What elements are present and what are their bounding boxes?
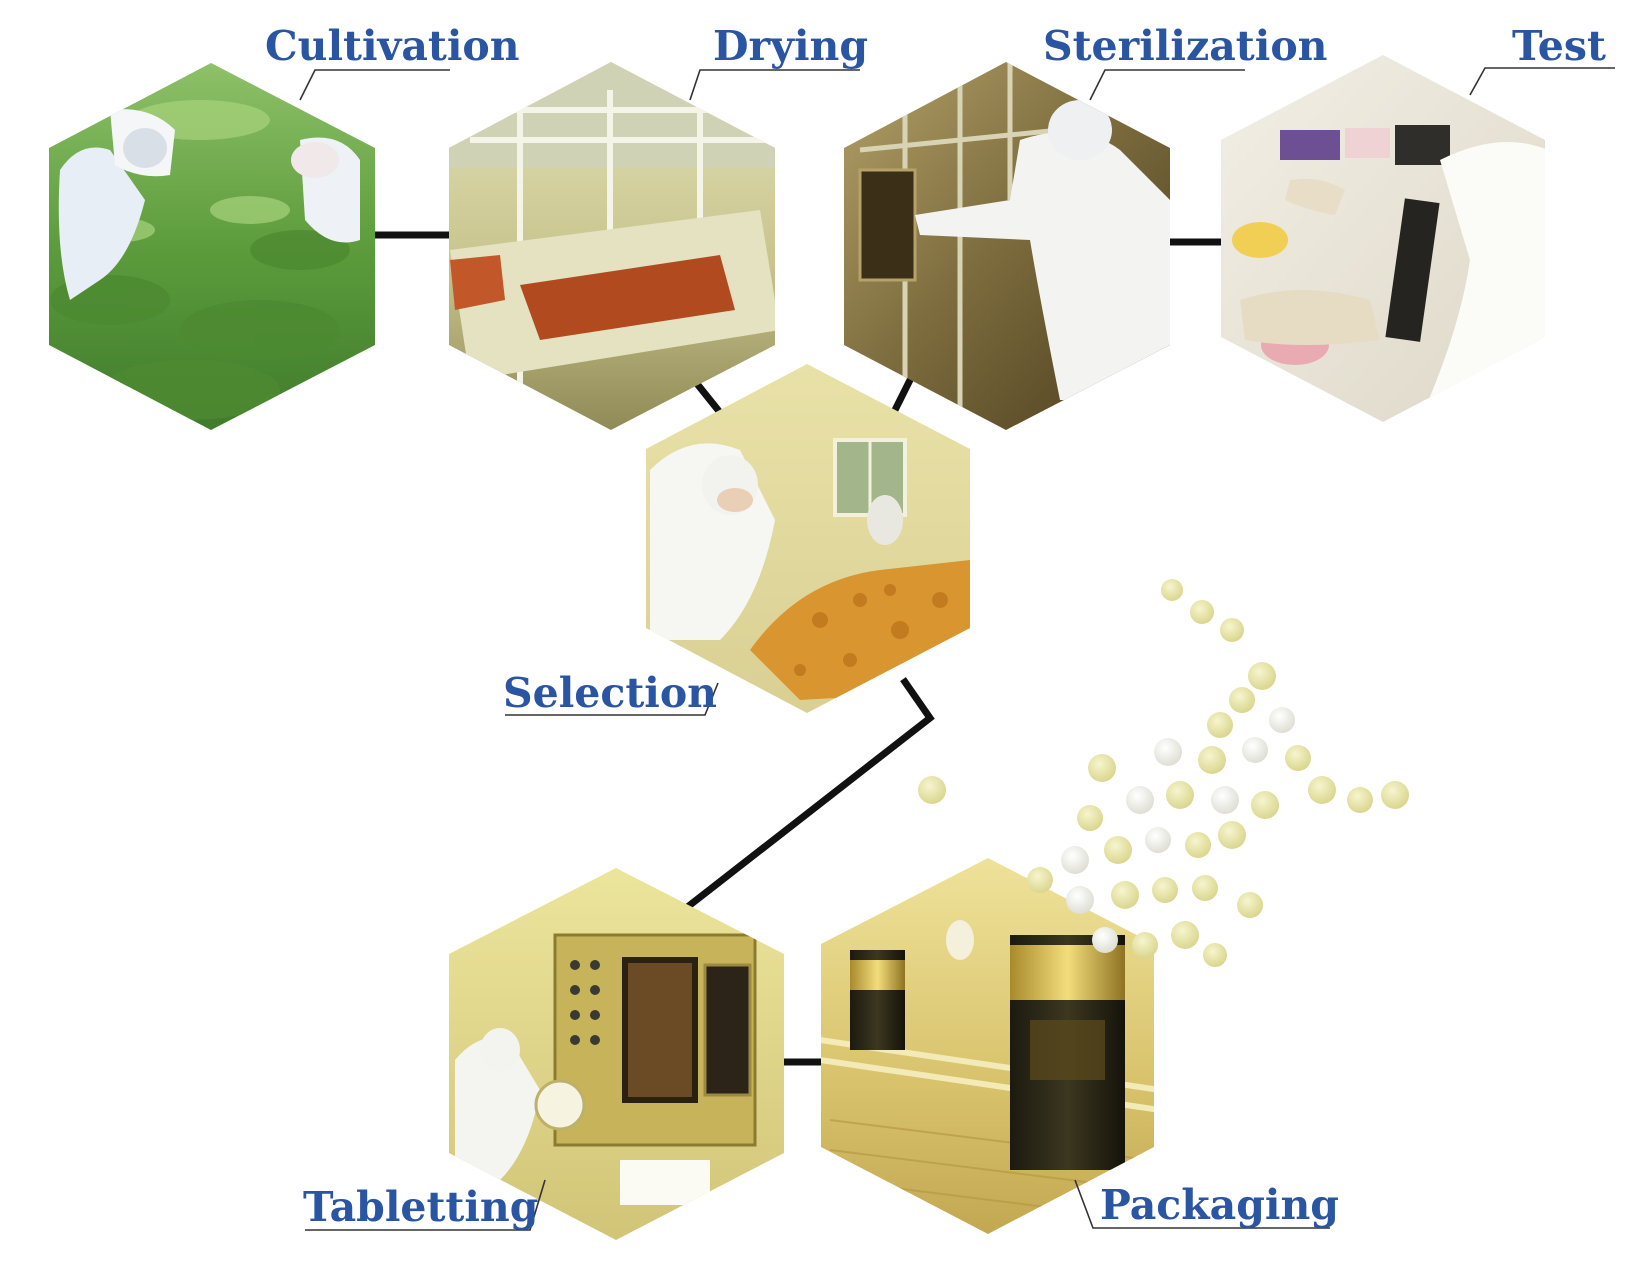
selection-photo bbox=[646, 364, 970, 713]
sterilization-photo bbox=[844, 62, 1170, 430]
label-tabletting: Tabletting bbox=[303, 1183, 538, 1231]
floating-tablets bbox=[918, 579, 1409, 967]
hex-tabletting bbox=[449, 868, 784, 1240]
hex-test bbox=[1221, 55, 1545, 422]
cultivation-photo bbox=[49, 63, 375, 430]
leader-tabletting bbox=[305, 1179, 546, 1231]
label-selection: Selection bbox=[503, 669, 717, 717]
hex-packaging bbox=[821, 858, 1154, 1234]
leader-packaging bbox=[1074, 1179, 1330, 1229]
hex-sterilization bbox=[844, 62, 1170, 430]
label-packaging: Packaging bbox=[1100, 1181, 1339, 1229]
step-labels: Cultivation Drying Sterilization Test Se… bbox=[265, 22, 1606, 1231]
leader-sterilization bbox=[1089, 69, 1245, 101]
test-photo bbox=[1221, 55, 1545, 422]
label-sterilization: Sterilization bbox=[1043, 22, 1327, 70]
drying-photo bbox=[449, 62, 775, 430]
tabletting-photo bbox=[449, 868, 784, 1240]
leader-selection bbox=[505, 682, 719, 716]
leader-test bbox=[1469, 67, 1615, 96]
leader-drying bbox=[689, 69, 860, 101]
label-cultivation: Cultivation bbox=[265, 22, 520, 70]
leader-cultivation bbox=[299, 69, 450, 101]
packaging-photo bbox=[821, 858, 1154, 1234]
connector-selection-tabletting bbox=[685, 677, 935, 910]
label-test: Test bbox=[1512, 22, 1606, 70]
leader-lines bbox=[299, 67, 1615, 1231]
hex-selection bbox=[646, 364, 970, 713]
hex-cultivation bbox=[49, 63, 375, 430]
label-drying: Drying bbox=[713, 22, 868, 70]
hex-drying bbox=[449, 62, 775, 430]
